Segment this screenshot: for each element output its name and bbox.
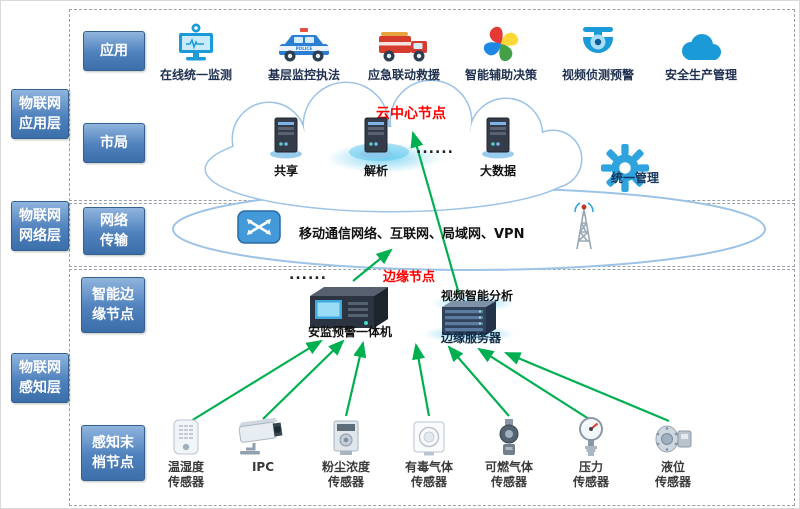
app-label: 在线统一监测 (159, 68, 232, 82)
sensor-label: 粉尘浓度 传感器 (321, 460, 370, 489)
app-item-decision-support: 智能辅助决策 (446, 21, 556, 83)
edge-server-label: 边缘服务器 (440, 331, 501, 345)
layer-label-application: 物联网 应用层 (11, 89, 69, 139)
app-item-online-monitoring: 在线统一监测 (141, 21, 251, 83)
monitoring-icon (179, 23, 213, 61)
app-label: 基层监控执法 (267, 68, 340, 82)
telecom-tower-icon (574, 202, 594, 250)
cloud-node-share: 共享 (249, 117, 323, 179)
app-label: 安全生产管理 (664, 68, 737, 82)
police-car-icon: POLICE (279, 28, 329, 62)
app-item-enforcement: POLICE 基层监控执法 (249, 21, 359, 83)
server-icon (360, 117, 392, 159)
dust-sensor-icon (333, 420, 359, 455)
app-item-video-warning: 视频侦测预警 (543, 21, 653, 83)
cloud-dots: ...... (416, 141, 454, 157)
sensor-pressure: 压力 传感器 (549, 414, 633, 490)
row-label-application: 应用 (83, 31, 145, 71)
sensor-label: 压力 传感器 (572, 460, 609, 489)
layer-label-network: 物联网 网络层 (11, 201, 69, 251)
svg-text:POLICE: POLICE (296, 46, 313, 51)
ipc-camera-icon (238, 417, 283, 455)
row-label-bureau: 市局 (83, 123, 145, 163)
server-icon (270, 117, 302, 159)
dome-camera-icon (583, 27, 613, 53)
unified-management-label: 统一管理 (611, 171, 660, 185)
sensor-label: 温湿度 传感器 (167, 460, 204, 489)
app-label: 视频侦测预警 (561, 68, 634, 82)
app-label: 应急联动救援 (367, 68, 440, 82)
sensor-combustible-gas: 可燃气体 传感器 (467, 414, 551, 490)
fire-truck-icon (379, 32, 427, 62)
cloud-node-parse: 解析 (339, 117, 413, 179)
sensor-label: 有毒气体 传感器 (404, 460, 453, 489)
edge-machine-icon (310, 287, 388, 328)
combustible-gas-sensor-icon (499, 419, 519, 455)
app-item-emergency-rescue: 应急联动救援 (349, 21, 459, 83)
app-item-safety-management: 安全生产管理 (646, 21, 756, 83)
sensor-label: 液位 传感器 (654, 460, 691, 489)
toxic-gas-sensor-icon (413, 421, 445, 456)
layer-label-perception: 物联网 感知层 (11, 353, 69, 403)
row-label-edge-node: 智能边 缘节点 (81, 277, 145, 333)
network-types-text: 移动通信网络、互联网、局域网、VPN (299, 227, 525, 242)
cloud-node-label: 共享 (273, 164, 298, 178)
telecom-tower (561, 201, 607, 255)
sensor-level: 液位 传感器 (631, 414, 715, 490)
unified-management (601, 144, 649, 196)
sensor-temp-humidity: 温湿度 传感器 (144, 414, 228, 490)
row-label-sense-node: 感知末 梢节点 (81, 425, 145, 481)
cloud-node-label: 解析 (363, 164, 388, 178)
edge-machine-label: 安监预警一体机 (307, 325, 392, 339)
switch-icon (237, 210, 281, 244)
gear-icon (601, 144, 649, 192)
app-label: 智能辅助决策 (464, 68, 537, 82)
sensor-label: IPC (251, 460, 275, 474)
pressure-sensor-icon (579, 417, 603, 456)
decision-icon (483, 26, 519, 62)
sensor-ipc: IPC (221, 414, 305, 475)
level-sensor-icon (655, 425, 692, 453)
sensor-dust: 粉尘浓度 传感器 (304, 414, 388, 490)
sensor-toxic-gas: 有毒气体 传感器 (387, 414, 471, 490)
server-icon (482, 117, 514, 159)
row-label-network-transmission: 网络 传输 (83, 207, 145, 255)
temp-humidity-sensor-icon (173, 419, 199, 455)
cloud-node-label: 大数据 (479, 164, 516, 178)
network-switch (237, 210, 281, 248)
edge-machine (304, 282, 392, 338)
sensor-label: 可燃气体 传感器 (484, 460, 533, 489)
edge-dots: ...... (289, 267, 327, 283)
cloud-icon (682, 34, 721, 60)
cloud-node-bigdata: 大数据 (461, 117, 535, 179)
